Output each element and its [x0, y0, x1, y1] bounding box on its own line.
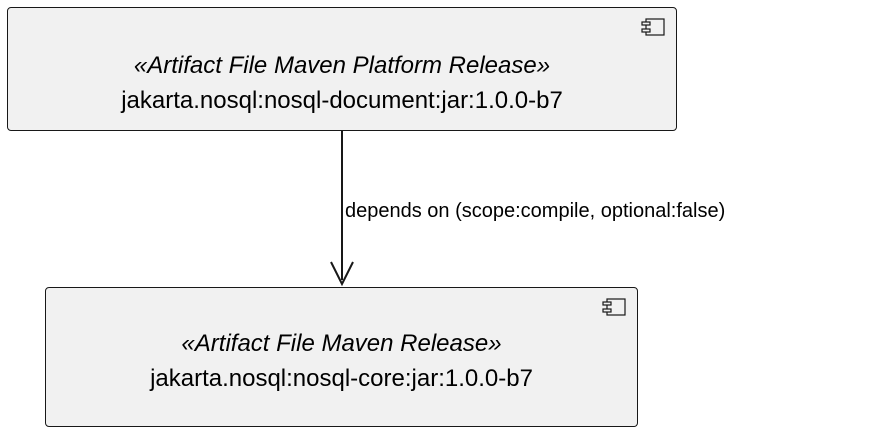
- target-component[interactable]: «Artifact File Maven Release» jakarta.no…: [45, 287, 638, 427]
- target-artifact-name: jakarta.nosql:nosql-core:jar:1.0.0-b7: [150, 365, 533, 392]
- source-component[interactable]: «Artifact File Maven Platform Release» j…: [7, 7, 677, 131]
- dependency-arrowhead: [330, 261, 354, 287]
- component-icon: [602, 298, 626, 316]
- source-artifact-name: jakarta.nosql:nosql-document:jar:1.0.0-b…: [121, 87, 563, 114]
- component-icon: [641, 18, 665, 36]
- target-stereotype: «Artifact File Maven Release»: [181, 330, 502, 357]
- dependency-connector: [330, 131, 354, 287]
- dependency-label: depends on (scope:compile, optional:fals…: [345, 200, 726, 222]
- source-stereotype: «Artifact File Maven Platform Release»: [133, 52, 551, 79]
